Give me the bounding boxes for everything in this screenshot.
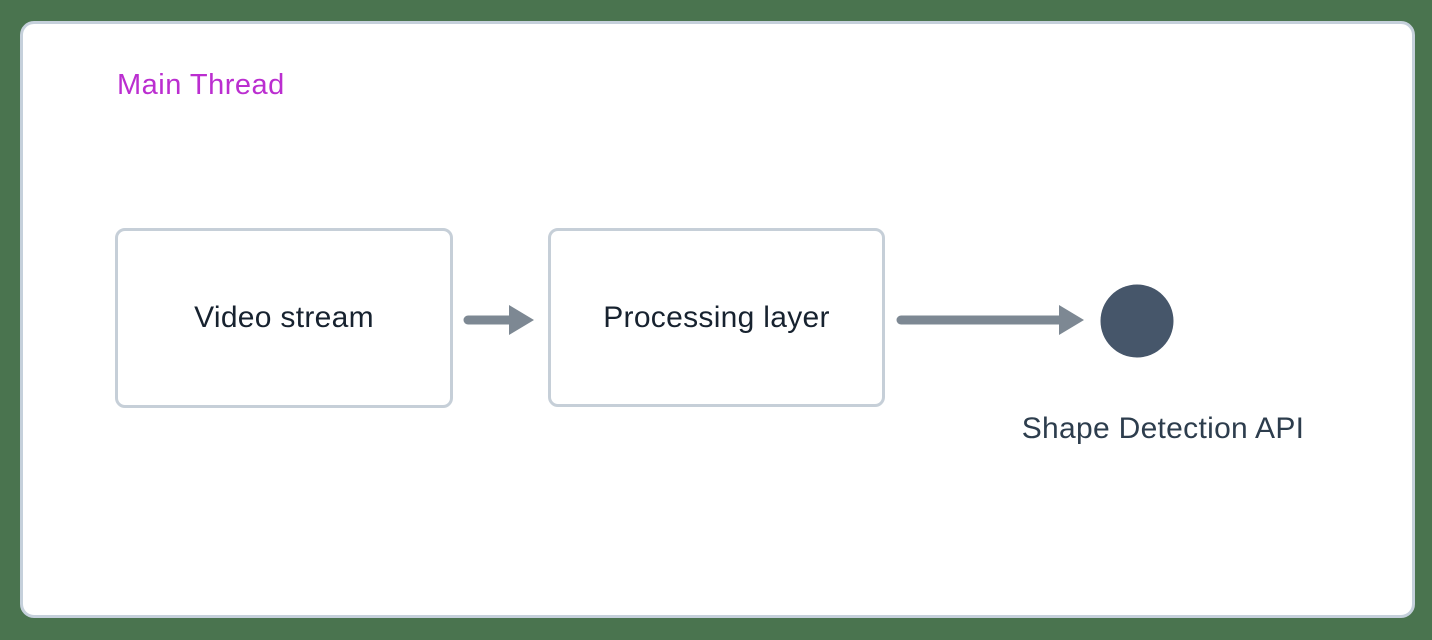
arrow-right-icon <box>896 305 1084 335</box>
node-processing-layer-label: Processing layer <box>603 300 830 334</box>
shape-detection-api-label: Shape Detection API <box>1021 412 1305 445</box>
main-thread-label: Main Thread <box>117 69 285 101</box>
node-video-stream: Video stream <box>115 228 453 408</box>
main-thread-panel: Main Thread Video stream Processing laye… <box>20 21 1415 618</box>
arrow-head <box>1059 305 1084 335</box>
arrow-right-icon <box>463 305 534 335</box>
terminal-circle-icon <box>1100 284 1174 358</box>
node-processing-layer: Processing layer <box>548 228 885 407</box>
arrow-head <box>509 305 534 335</box>
node-video-stream-label: Video stream <box>194 301 374 334</box>
shape-detection-node <box>1100 284 1174 358</box>
diagram-canvas: Main Thread Video stream Processing laye… <box>23 24 1412 615</box>
